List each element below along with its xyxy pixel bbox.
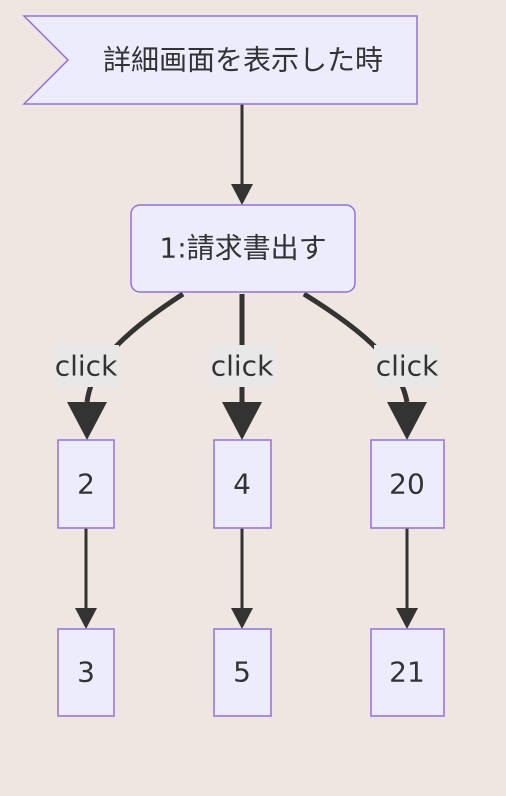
node-2-label: 2 (77, 468, 95, 501)
node-21[interactable]: 21 (370, 628, 445, 717)
edge-n2-to-n3 (75, 528, 97, 629)
node-21-label: 21 (389, 656, 425, 689)
edge-label-n1-to-n2: click (53, 345, 119, 387)
node-1-label: 1:請求書出す (159, 232, 326, 265)
node-4-label: 4 (233, 468, 251, 501)
edge-label-n1-to-n4: click (209, 345, 275, 387)
node-4[interactable]: 4 (213, 439, 272, 529)
node-start[interactable]: 詳細画面を表示した時 (22, 15, 418, 105)
node-20-label: 20 (389, 468, 425, 501)
node-start-label: 詳細画面を表示した時 (103, 44, 383, 77)
node-1[interactable]: 1:請求書出す (130, 204, 356, 293)
edge-n20-to-n21 (396, 528, 418, 629)
edge-label-text: click (55, 350, 118, 383)
node-2[interactable]: 2 (57, 439, 115, 529)
edge-label-text: click (376, 350, 439, 383)
node-5-label: 5 (233, 656, 251, 689)
edge-n4-to-n5 (231, 528, 253, 629)
node-20[interactable]: 20 (370, 439, 445, 529)
node-5[interactable]: 5 (213, 628, 272, 717)
node-3[interactable]: 3 (57, 628, 115, 717)
node-3-label: 3 (77, 656, 95, 689)
edge-start-to-n1 (231, 104, 253, 205)
edge-label-text: click (211, 350, 274, 383)
edge-label-n1-to-n20: click (374, 345, 440, 387)
